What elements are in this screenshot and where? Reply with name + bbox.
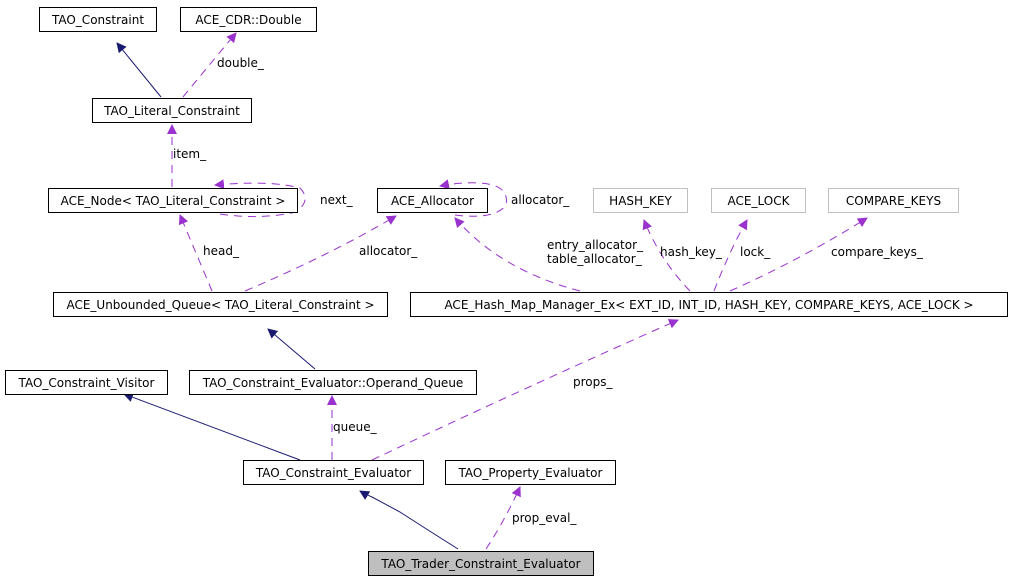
edge-allocator-queue	[244, 215, 397, 292]
edge-literal-to-constraint	[116, 42, 162, 98]
edge-next	[214, 179, 306, 218]
edge-label-next: next_	[320, 193, 353, 207]
edge-label-head: head_	[203, 244, 239, 258]
edge-label-entry-allocator: entry_allocator_	[547, 238, 644, 252]
edge-label-lock: lock_	[740, 245, 771, 259]
node-ace-unbounded-queue[interactable]: ACE_Unbounded_Queue< TAO_Literal_Constra…	[53, 292, 388, 317]
node-tao-constraint-visitor[interactable]: TAO_Constraint_Visitor	[5, 370, 168, 395]
node-tao-constraint-evaluator[interactable]: TAO_Constraint_Evaluator	[243, 460, 424, 485]
node-ace-node[interactable]: ACE_Node< TAO_Literal_Constraint >	[48, 188, 298, 213]
node-tao-trader-constraint-evaluator[interactable]: TAO_Trader_Constraint_Evaluator	[368, 551, 594, 576]
node-tao-constraint[interactable]: TAO_Constraint	[39, 7, 157, 32]
edge-label-props: props_	[573, 375, 613, 389]
edge-label-allocator-queue: allocator_	[359, 244, 418, 258]
node-ace-allocator[interactable]: ACE_Allocator	[377, 188, 488, 213]
node-compare-keys[interactable]: COMPARE_KEYS	[828, 188, 959, 213]
edge-label-compare-keys: compare_keys_	[831, 245, 923, 259]
node-operand-queue[interactable]: TAO_Constraint_Evaluator::Operand_Queue	[189, 370, 477, 395]
edge-props	[371, 319, 679, 461]
edge-hash-key	[642, 219, 691, 292]
edge-label-queue: queue_	[333, 420, 377, 434]
edge-lock	[713, 219, 748, 292]
edge-label-allocator-self: allocator_	[511, 193, 570, 207]
edge-label-table-allocator: table_allocator_	[547, 252, 642, 266]
edge-label-item: item_	[173, 147, 207, 161]
edge-compare-keys	[729, 217, 868, 292]
edge-trader-to-evaluator	[359, 490, 459, 550]
node-tao-property-evaluator[interactable]: TAO_Property_Evaluator	[445, 460, 616, 485]
edge-prop-eval	[485, 486, 521, 550]
node-hash-key[interactable]: HASH_KEY	[593, 188, 688, 213]
edge-evaluator-to-visitor	[123, 392, 301, 461]
edge-label-prop-eval: prop_eval_	[512, 511, 577, 525]
node-ace-cdr-double[interactable]: ACE_CDR::Double	[180, 7, 317, 32]
node-tao-literal-constraint[interactable]: TAO_Literal_Constraint	[92, 98, 252, 123]
node-ace-lock[interactable]: ACE_LOCK	[711, 188, 806, 213]
edge-double	[182, 32, 237, 98]
edge-allocator-self	[439, 179, 507, 217]
node-ace-hash-map-manager-ex[interactable]: ACE_Hash_Map_Manager_Ex< EXT_ID, INT_ID,…	[410, 292, 1008, 317]
edge-entry-allocator	[454, 217, 581, 292]
edge-queue-to-unbounded	[267, 328, 316, 370]
edge-label-double: double_	[217, 56, 264, 70]
edge-label-hash-key: hash_key_	[660, 245, 722, 259]
